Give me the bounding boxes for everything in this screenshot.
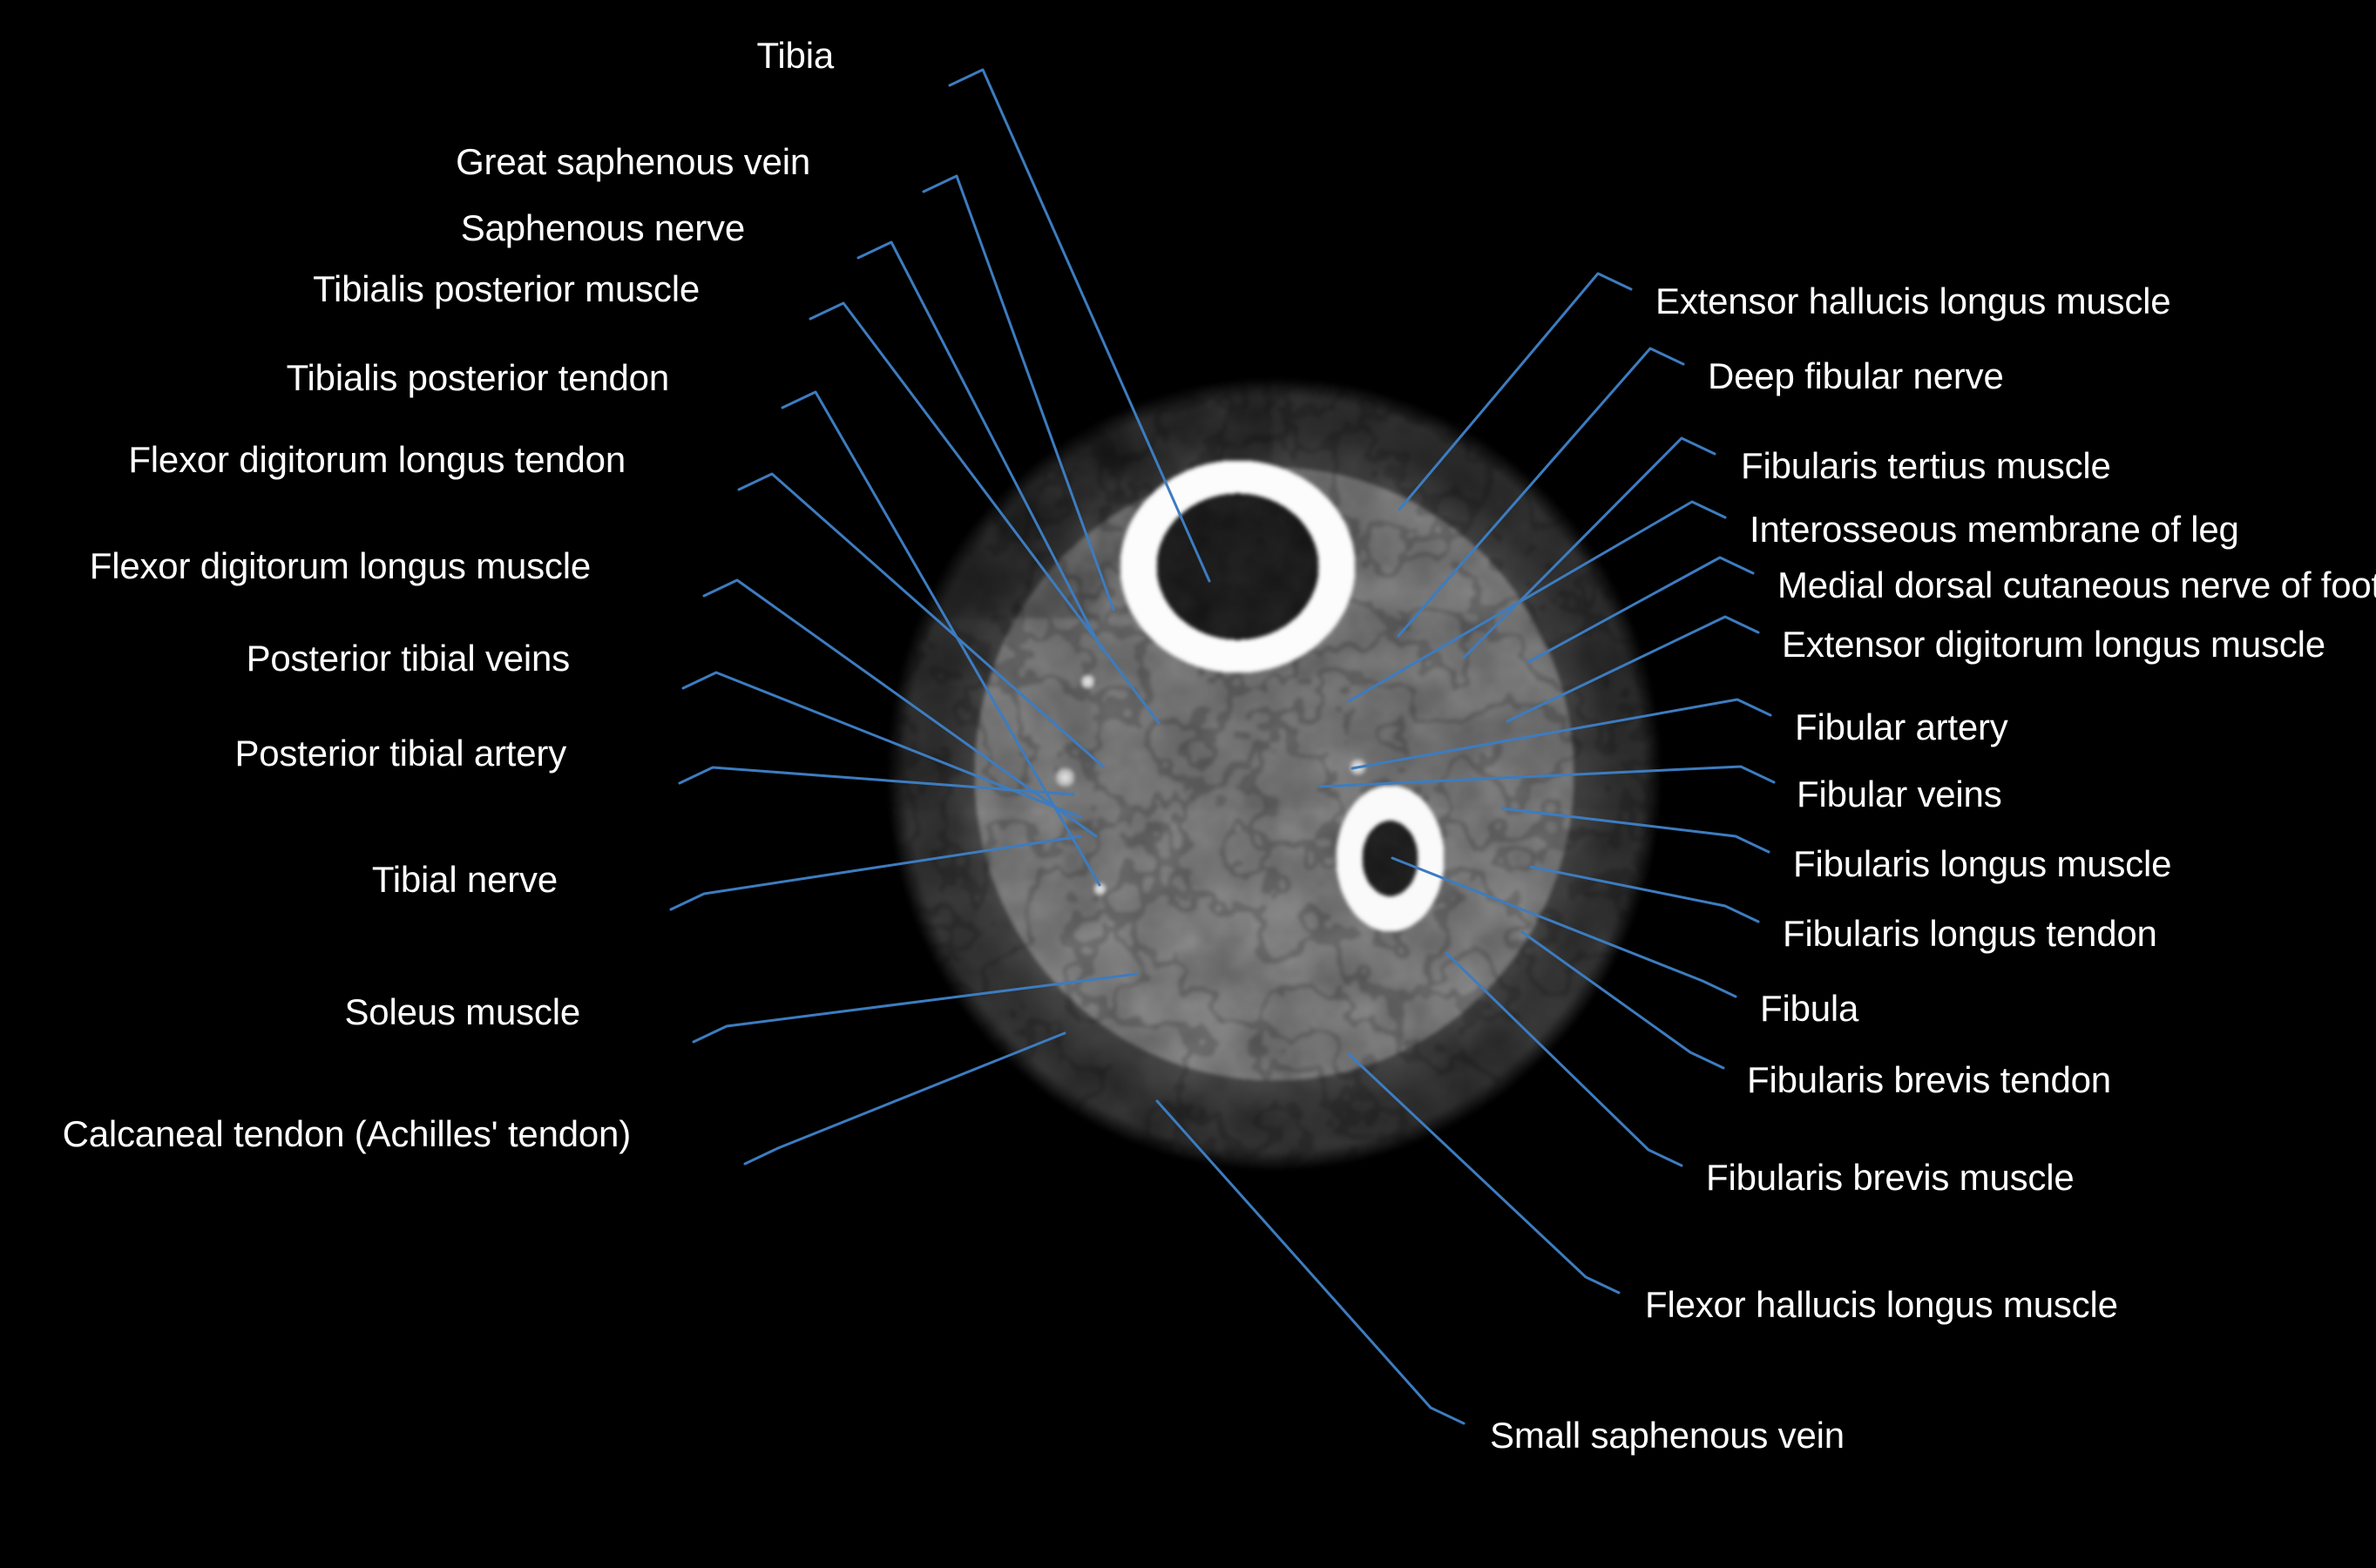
anatomy-label: Fibularis longus tendon <box>1783 913 2157 954</box>
leader-line <box>1506 615 1760 723</box>
leader-line <box>1445 951 1683 1167</box>
anatomy-label: Fibula <box>1760 988 1859 1029</box>
anatomy-label: Tibialis posterior muscle <box>313 268 700 309</box>
anatomy-label: Extensor digitorum longus muscle <box>1782 624 2325 665</box>
anatomy-label: Flexor digitorum longus tendon <box>128 439 626 480</box>
anatomy-label: Interosseous membrane of leg <box>1750 509 2239 550</box>
anatomy-label: Soleus muscle <box>344 991 580 1032</box>
anatomy-label: Medial dorsal cutaneous nerve of foot <box>1777 564 2376 605</box>
leader-line <box>681 671 1082 819</box>
anatomy-label: Flexor hallucis longus muscle <box>1645 1284 2118 1325</box>
leader-line <box>1520 930 1725 1070</box>
leader-line <box>678 766 1075 796</box>
anatomy-label: Posterior tibial artery <box>234 733 566 774</box>
leader-line <box>1155 1099 1466 1425</box>
anatomy-label: Calcaneal tendon (Achilles' tendon) <box>62 1113 632 1154</box>
anatomy-label: Fibular artery <box>1795 706 2008 747</box>
leader-line <box>692 972 1139 1044</box>
anatomy-label: Fibularis brevis tendon <box>1747 1059 2111 1100</box>
leader-line <box>781 390 1101 887</box>
leader-line <box>809 301 1161 725</box>
leader-line <box>1462 436 1716 659</box>
leader-line <box>856 240 1103 651</box>
anatomy-label: Flexor digitorum longus muscle <box>89 545 591 586</box>
leader-line <box>1526 556 1755 664</box>
anatomy-label: Fibularis longus muscle <box>1793 843 2172 884</box>
anatomy-label: Great saphenous vein <box>456 141 810 182</box>
leader-line <box>669 835 1082 911</box>
anatomy-label: Deep fibular nerve <box>1708 355 2004 396</box>
anatomy-label: Small saphenous vein <box>1490 1415 1845 1456</box>
anatomy-label: Tibial nerve <box>371 859 558 900</box>
leader-line <box>922 174 1115 612</box>
leader-line <box>1347 1052 1621 1294</box>
leader-line <box>1397 347 1685 638</box>
leader-line <box>702 578 1098 838</box>
leader-line <box>1529 865 1760 923</box>
anatomy-label: Tibialis posterior tendon <box>286 357 670 398</box>
anatomy-label: Posterior tibial veins <box>246 638 571 679</box>
leader-line <box>1318 765 1776 788</box>
anatomy-label: Saphenous nerve <box>460 207 745 248</box>
leader-line <box>948 68 1211 583</box>
leader-line <box>743 1031 1066 1166</box>
leader-line <box>1398 272 1633 511</box>
leader-line <box>737 472 1105 768</box>
leader-line <box>1391 856 1737 998</box>
leader-line <box>1350 698 1772 770</box>
anatomy-label: Tibia <box>756 35 835 76</box>
anatomy-label: Fibularis tertius muscle <box>1741 445 2111 486</box>
anatomy-label: Fibularis brevis muscle <box>1706 1157 2075 1198</box>
anatomy-label: Fibular veins <box>1797 774 2002 814</box>
leader-line <box>1500 807 1770 854</box>
leader-line <box>1347 500 1727 703</box>
anatomy-label: Extensor hallucis longus muscle <box>1655 280 2171 321</box>
